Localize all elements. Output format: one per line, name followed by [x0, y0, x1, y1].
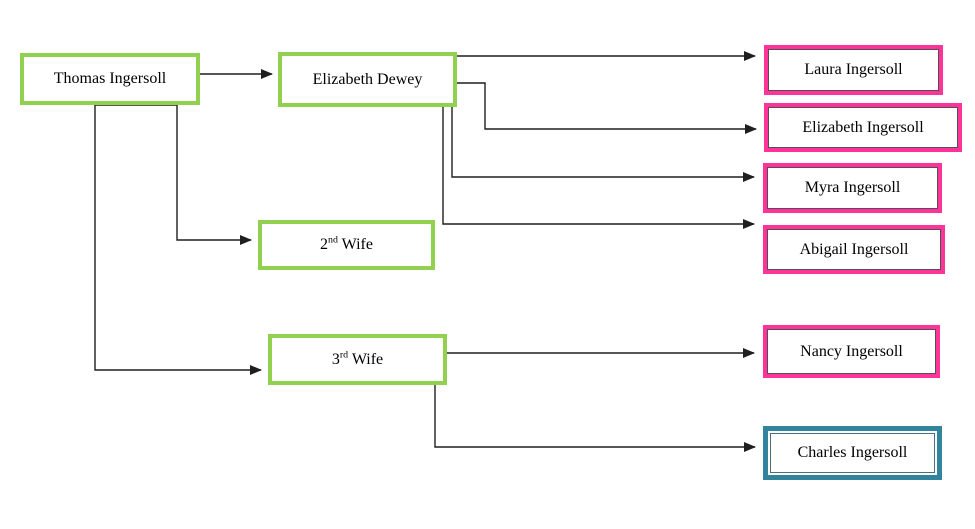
node-label: Abigail Ingersoll — [799, 240, 909, 258]
node-label: Elizabeth Dewey — [312, 70, 423, 88]
node-label: Thomas Ingersoll — [53, 70, 167, 87]
node-label: Nancy Ingersoll — [800, 342, 903, 360]
node-myra-ingersoll: Myra Ingersoll — [763, 163, 942, 213]
node-thomas-ingersoll: Thomas Ingersoll — [20, 53, 200, 105]
node-laura-ingersoll: Laura Ingersoll — [764, 45, 943, 95]
node-label: 3rd Wife — [331, 349, 384, 368]
node-elizabeth-dewey: Elizabeth Dewey — [278, 52, 457, 107]
node-third-wife: 3rd Wife — [268, 334, 447, 385]
node-charles-ingersoll: Charles Ingersoll — [763, 426, 942, 480]
connector-thomas-wife3 — [94, 105, 262, 375]
connector-wife3-charles — [434, 385, 756, 452]
connector-thomas-wife2 — [176, 105, 252, 245]
node-abigail-ingersoll: Abigail Ingersoll — [763, 225, 945, 274]
connector-dewey-myra — [451, 107, 755, 182]
connector-dewey-abigail — [442, 107, 755, 229]
node-label: 2nd Wife — [320, 234, 373, 253]
node-label: Myra Ingersoll — [804, 179, 901, 196]
node-label: Elizabeth Ingersoll — [802, 118, 924, 136]
connector-dewey-elizabeth — [457, 82, 757, 134]
node-elizabeth-ingersoll: Elizabeth Ingersoll — [764, 103, 962, 152]
node-second-wife: 2nd Wife — [258, 220, 435, 270]
node-label: Charles Ingersoll — [797, 444, 908, 461]
node-nancy-ingersoll: Nancy Ingersoll — [763, 325, 940, 378]
node-label: Laura Ingersoll — [804, 61, 903, 78]
